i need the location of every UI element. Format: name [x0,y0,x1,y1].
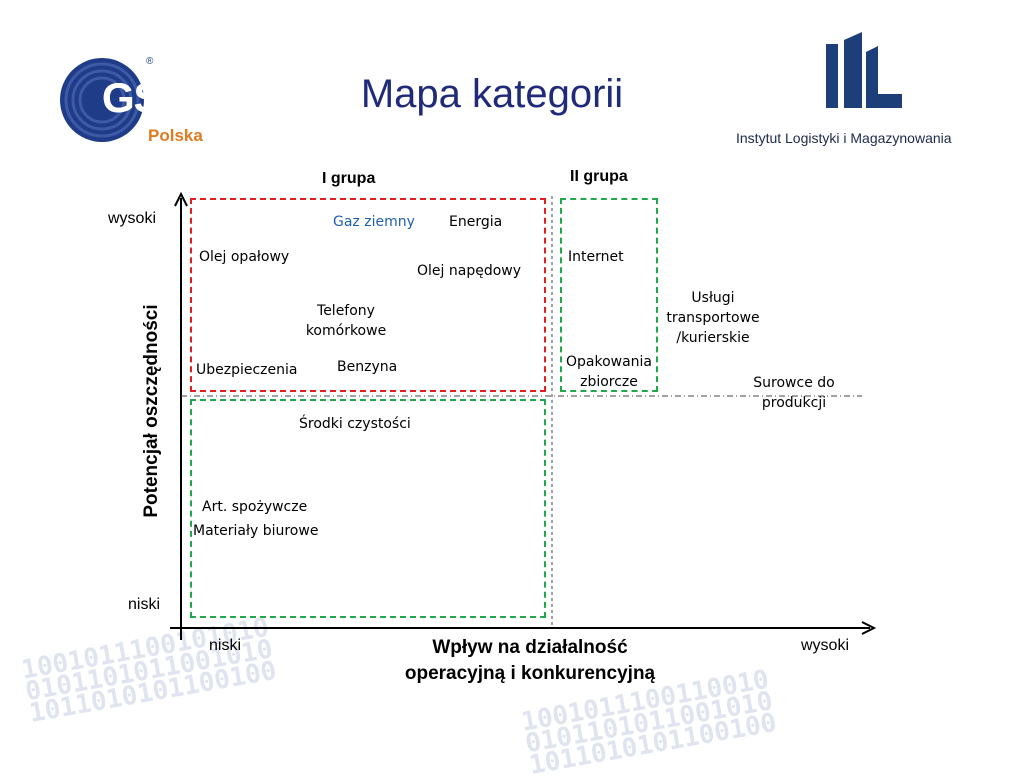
item-opakowania-line-1: Opakowania [565,354,653,370]
item-olej-napedowy: Olej napędowy [417,263,522,279]
x-axis-arrow-icon [861,621,877,635]
y-axis-title: Potencjał oszczędności [141,304,162,518]
x-axis-title: Wpływ na działalność operacyjną i konkur… [340,635,720,687]
item-opakowania-line-2: zbiorcze [580,374,638,390]
group-2-label: II grupa [570,168,628,185]
y-axis-arrow-icon [174,191,188,207]
item-energia: Energia [449,214,503,230]
item-art-spozywcze: Art. spożywcze [202,499,308,515]
item-telefony-line-1: Telefony [317,303,375,319]
background-binary-pattern: 1001011100101010 0101101011001010 101101… [19,612,279,729]
item-uslugi-line-3: /kurierskie [676,330,750,346]
item-uslugi: Usługi transportowe /kurierskie [653,288,773,348]
item-internet: Internet [568,249,624,265]
item-surowce-line-2: produkcji [761,395,827,411]
ilim-logo-name: Instytut Logistyki i Magazynowania [736,130,952,146]
ilim-logo-mark-icon [826,32,902,108]
item-benzyna: Benzyna [337,359,398,375]
gs1-logo-mark-icon [60,58,144,142]
x-axis-high-label: wysoki [801,637,850,654]
item-uslugi-line-1: Usługi [691,290,735,306]
item-srodki-czystosci: Środki czystości [299,416,411,432]
group-1-box [190,198,546,392]
gs1-logo-mark: GS1 [102,74,184,121]
x-axis-low-label: niski [209,637,242,654]
group-1-label: I grupa [322,170,376,187]
item-uslugi-line-2: transportowe [666,310,760,326]
item-olej-opalowy: Olej opałowy [199,249,290,265]
item-surowce-line-1: Surowce do [753,375,835,391]
gs1-logo-sub: Polska [148,126,203,145]
item-telefony-line-2: komórkowe [305,323,387,339]
item-gaz-ziemny: Gaz ziemny [333,214,415,230]
item-ubezpieczenia: Ubezpieczenia [196,362,298,378]
item-telefony: Telefony komórkowe [286,301,406,341]
ilim-logo: Instytut Logistyki i Magazynowania [730,32,990,152]
page-title: Mapa kategorii [360,72,624,116]
gs1-logo: GS1 ® Polska [58,56,208,152]
low-potential-box [190,399,546,618]
item-opakowania: Opakowania zbiorcze [560,352,658,392]
y-axis-low-label: niski [128,596,161,613]
y-axis-high-label: wysoki [108,210,157,227]
item-surowce: Surowce do produkcji [739,373,849,413]
x-axis-title-line-2: operacyjną i konkurencyjną [404,663,656,684]
item-materialy-biurowe: Materiały biurowe [193,523,319,539]
gs1-registered-mark: ® [146,56,154,67]
x-axis-title-line-1: Wpływ na działalność [432,637,628,658]
group-2-box [560,198,658,392]
